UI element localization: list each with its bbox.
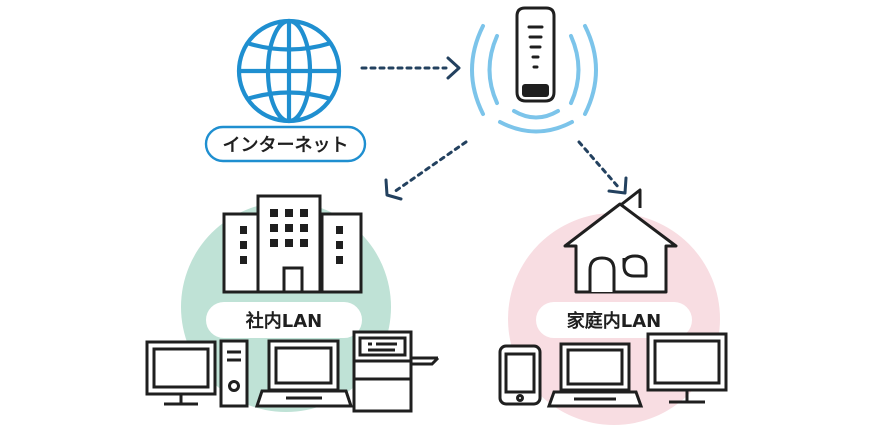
router-signal-bottom <box>498 109 574 134</box>
arrow-heads <box>384 56 628 201</box>
office-printer-icon <box>352 330 440 413</box>
connection-arrows <box>360 66 622 194</box>
office-lan-label-text: 社内LAN <box>246 310 322 332</box>
home-lan-label-text: 家庭内LAN <box>567 310 661 332</box>
office-building-windows <box>240 209 343 264</box>
arrow-router-to-office <box>392 140 468 194</box>
arrow-router-to-home <box>577 140 622 191</box>
office-lan-label: 社内LAN <box>206 302 362 338</box>
arrow-head-down-left <box>384 178 403 201</box>
arrow-head-right <box>446 56 461 80</box>
router-signal-left <box>470 24 499 116</box>
home-monitor-icon <box>646 332 728 404</box>
router-signal-right <box>569 24 598 116</box>
home-smartphone-icon <box>498 344 542 406</box>
mobile-wifi-router-icon <box>470 6 598 134</box>
router-device <box>515 6 556 103</box>
globe-icon <box>236 18 342 124</box>
internet-label-text: インターネット <box>223 135 349 156</box>
house-icon <box>563 188 678 294</box>
internet-label: インターネット <box>204 125 367 163</box>
office-pc-tower-icon <box>219 339 249 408</box>
home-lan-label: 家庭内LAN <box>536 302 692 338</box>
office-laptop-icon <box>254 339 354 408</box>
office-monitor-icon <box>145 340 217 406</box>
home-laptop-icon <box>546 342 644 408</box>
arrow-head-down-right <box>607 176 628 195</box>
router-indicators <box>527 25 544 69</box>
office-building-icon <box>222 194 363 294</box>
